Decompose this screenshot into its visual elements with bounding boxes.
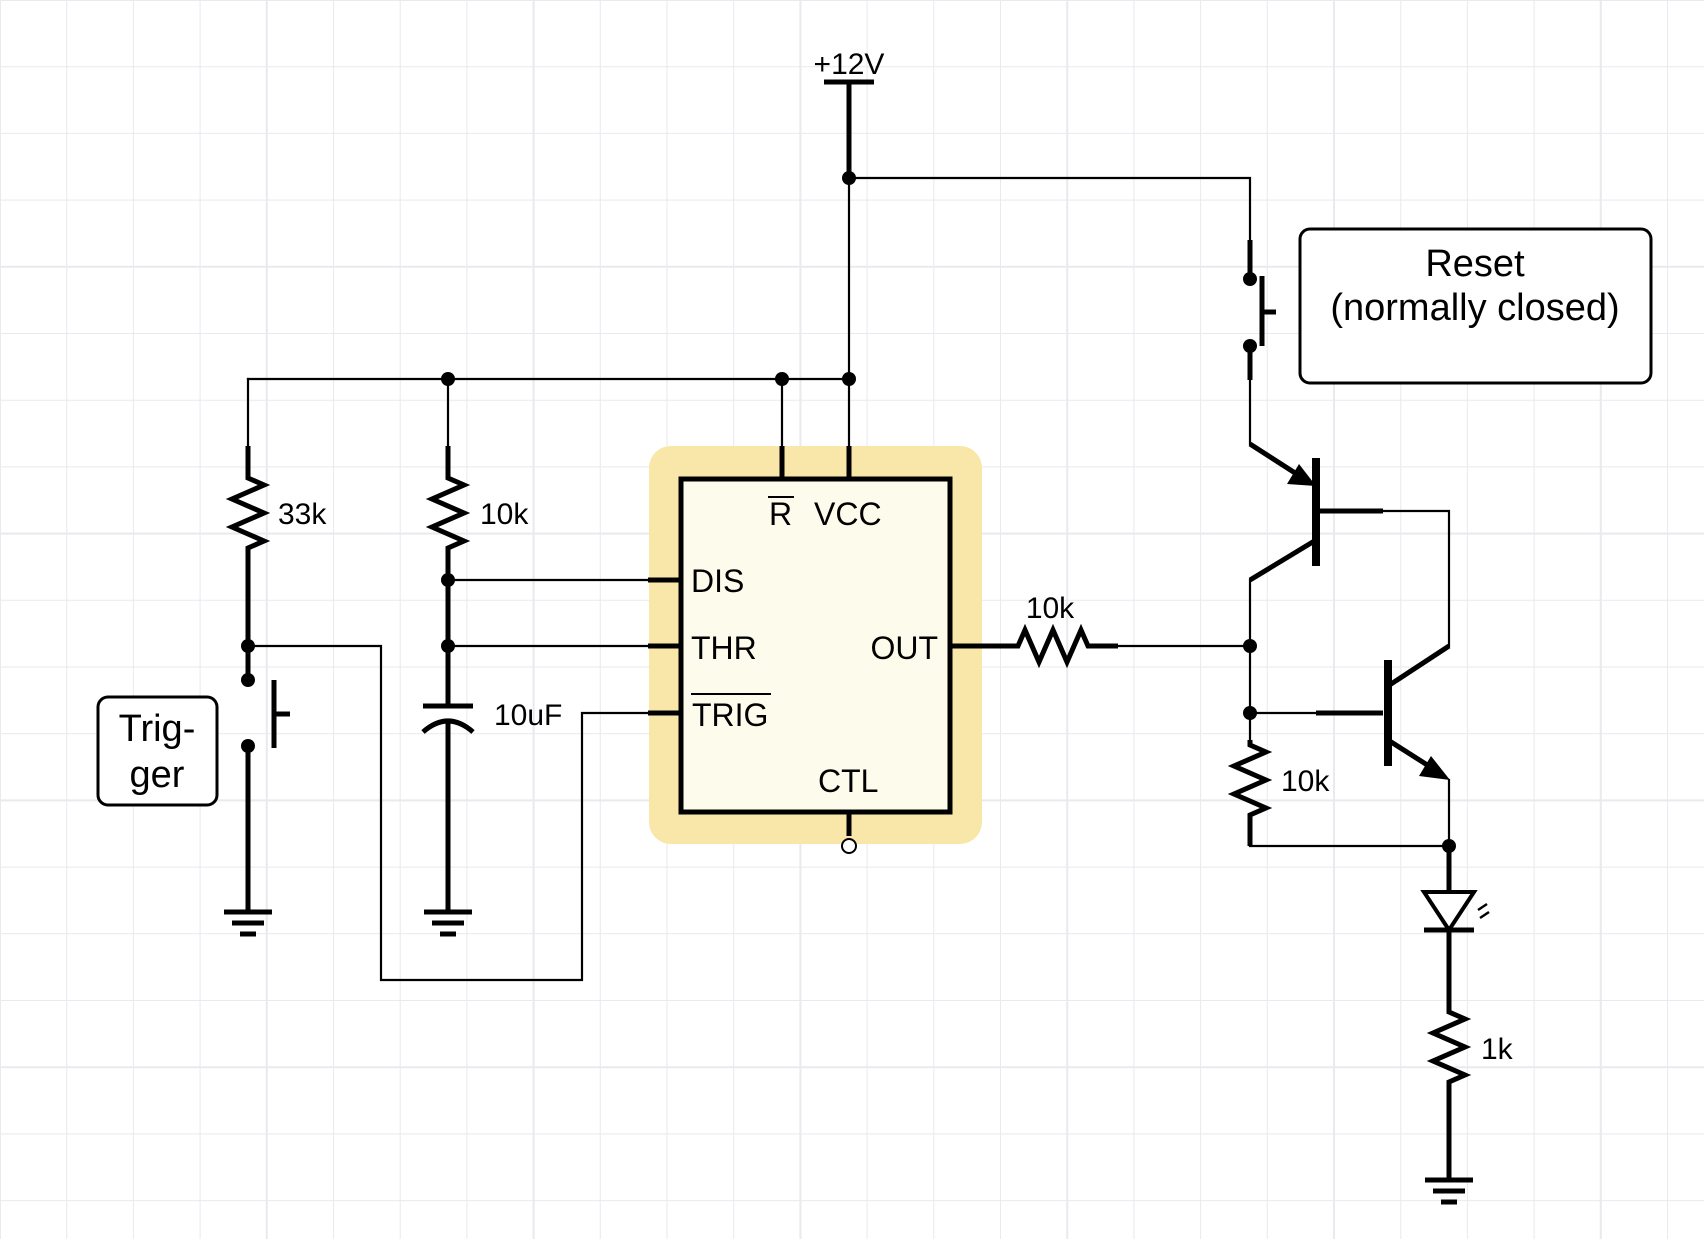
pin-label-vcc: VCC (814, 496, 882, 532)
ctl-terminal (841, 838, 857, 854)
resistor-1k[interactable]: 1k (1426, 945, 1514, 1178)
trigger-callout-box (96, 695, 219, 807)
resistor-10k-timing-symbol (425, 446, 471, 580)
resistor-10k-pulldown-label: 10k (1281, 765, 1330, 798)
junction-dis (441, 573, 455, 587)
junction-thr (441, 639, 455, 653)
reset-callout-line1: Reset (1425, 243, 1525, 285)
supply-12v: +12V (814, 48, 885, 178)
reset-callout: Reset (normally closed) (1298, 227, 1653, 385)
resistor-1k-symbol (1426, 945, 1472, 1178)
trigger-contact-bottom (241, 739, 255, 753)
pnp-collector (1248, 537, 1318, 583)
pin-stubs (648, 446, 1016, 854)
reset-contact-bottom (1243, 339, 1257, 353)
wire-supply-to-reset (847, 176, 1252, 242)
supply-label: +12V (814, 48, 885, 81)
npn-emitter (1386, 737, 1434, 771)
reset-callout-box (1298, 227, 1653, 385)
junction-led-anode (1442, 839, 1456, 853)
trigger-contact-top (241, 673, 255, 687)
led-light-ray-2 (1479, 910, 1490, 920)
capacitor-label: 10uF (494, 699, 562, 732)
capacitor-10uf[interactable]: 10uF (421, 580, 562, 912)
trigger-callout-line2: ger (130, 754, 185, 796)
resistor-10k-timing-label: 10k (480, 498, 529, 531)
trigger-callout: Trig- ger (96, 695, 219, 807)
led[interactable] (1420, 846, 1490, 945)
trigger-button[interactable] (241, 580, 290, 912)
ic-body (678, 476, 953, 815)
junction-rail-vcc (842, 372, 856, 386)
ground-led (1425, 1177, 1473, 1205)
junction-rail-reset (775, 372, 789, 386)
npn-collector (1386, 643, 1451, 689)
junction-npn-base (1243, 706, 1257, 720)
resistor-33k-symbol (225, 446, 271, 580)
resistor-10k-pulldown-symbol (1227, 740, 1273, 846)
led-light-ray-1 (1477, 902, 1488, 912)
pin-label-ctl: CTL (818, 763, 878, 799)
ground-capacitor (424, 909, 472, 937)
reset-button[interactable] (1243, 240, 1276, 380)
junction-rail-10k (441, 372, 455, 386)
pnp-emitter-arrow (1287, 464, 1316, 486)
npn-emitter-arrow (1419, 756, 1450, 780)
wire-pnp-collector (1381, 509, 1451, 648)
junction-supply (842, 171, 856, 185)
pin-label-trig: TRIG (692, 697, 768, 733)
wire-pulldown-bottom (1248, 838, 1451, 848)
resistor-10k-timing[interactable]: 10k (425, 446, 529, 580)
reset-contact-top (1243, 272, 1257, 286)
timer-ic[interactable]: R VCC DIS THR TRIG OUT CTL (649, 446, 982, 844)
resistor-1k-label: 1k (1481, 1033, 1514, 1066)
led-triangle (1420, 890, 1478, 934)
npn-transistor[interactable] (1316, 643, 1451, 780)
resistor-10k-base-symbol (1015, 623, 1118, 669)
pin-label-dis: DIS (691, 563, 744, 599)
wire-trigger-loop (246, 644, 651, 982)
ground-trigger (224, 909, 272, 937)
junctions (241, 171, 1456, 853)
junction-trigger (241, 639, 255, 653)
resistor-10k-pulldown[interactable]: 10k (1227, 740, 1330, 846)
pin-label-out: OUT (870, 630, 938, 666)
resistor-33k[interactable]: 33k (225, 446, 327, 580)
pnp-transistor[interactable] (1248, 441, 1383, 583)
resistor-33k-label: 33k (278, 498, 327, 531)
reset-callout-line2: (normally closed) (1330, 287, 1619, 329)
resistor-10k-base-label: 10k (1026, 592, 1075, 625)
junction-out-node (1243, 639, 1257, 653)
pin-label-reset: R (769, 496, 792, 532)
resistor-10k-base[interactable]: 10k (1015, 592, 1118, 669)
trigger-callout-line1: Trig- (119, 708, 196, 750)
pin-label-thr: THR (691, 630, 757, 666)
